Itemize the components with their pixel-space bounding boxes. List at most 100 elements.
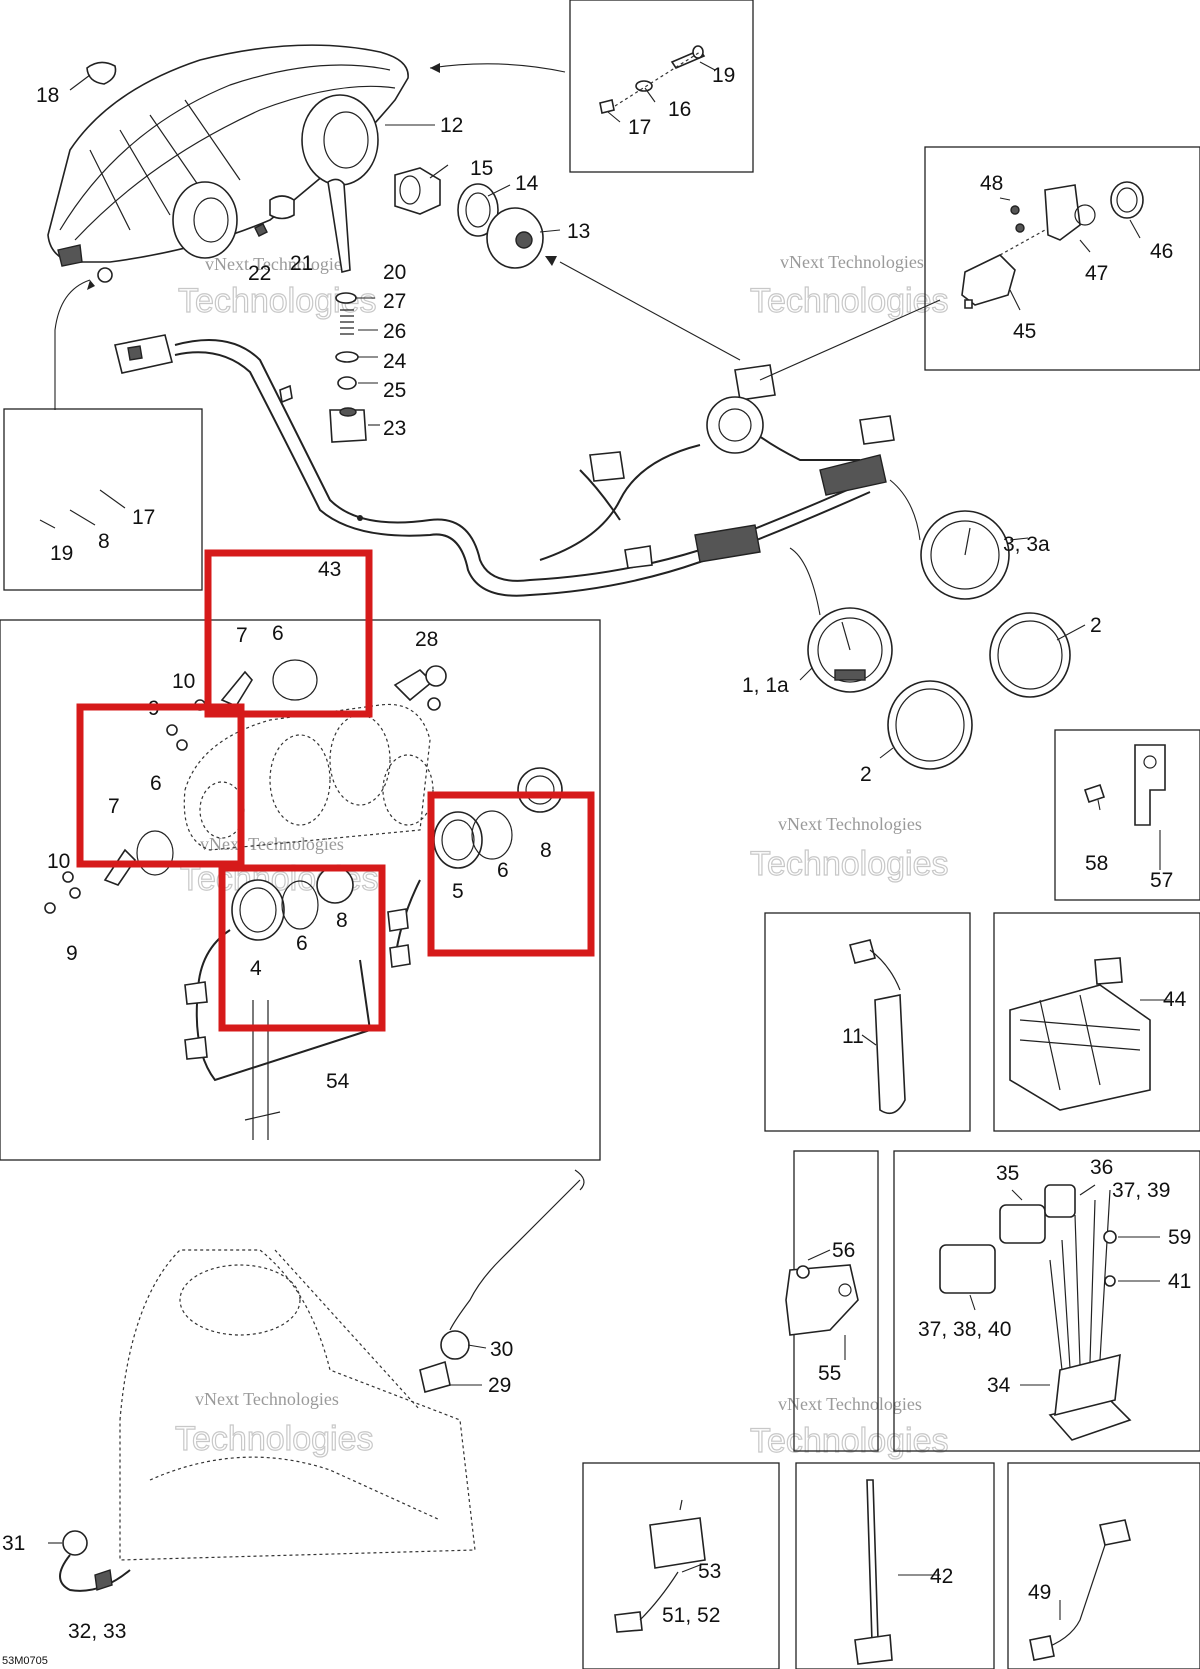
callout-label: 36 bbox=[1090, 1156, 1113, 1179]
regulator-parts bbox=[939, 1184, 1132, 1441]
callout-label: 15 bbox=[470, 157, 493, 180]
callout-label: 1, 1a bbox=[742, 674, 789, 697]
callout-label: 14 bbox=[515, 172, 539, 195]
callout-label: 34 bbox=[987, 1374, 1011, 1397]
callout-label: 42 bbox=[930, 1565, 953, 1588]
callout-label: 18 bbox=[36, 84, 59, 107]
callout-label: 9 bbox=[66, 942, 78, 965]
inset-temp-sensor-frame bbox=[1007, 1462, 1200, 1669]
callout-label: 16 bbox=[668, 98, 691, 121]
leader-lines bbox=[39, 61, 1170, 1620]
callout-label: 37, 39 bbox=[1112, 1179, 1170, 1202]
callout-label: 17 bbox=[132, 506, 155, 529]
callout-label: 32, 33 bbox=[68, 1620, 126, 1643]
instrument-panel-parts bbox=[44, 659, 563, 1140]
callout-label: 41 bbox=[1168, 1270, 1191, 1293]
clip-inset-parts bbox=[1083, 744, 1166, 826]
callout-label: 23 bbox=[383, 417, 406, 440]
callout-label: 25 bbox=[383, 379, 406, 402]
watermark-text: vNext Technologies bbox=[200, 834, 344, 854]
callout-label: 2 bbox=[860, 763, 872, 786]
callout-label: 29 bbox=[488, 1374, 511, 1397]
callout-label: 51, 52 bbox=[662, 1604, 720, 1627]
callout-label: 12 bbox=[440, 114, 463, 137]
inset-clip-frame bbox=[1054, 729, 1200, 901]
inset-fuel-sender-frame bbox=[764, 912, 971, 1132]
callout-label: 31 bbox=[2, 1532, 25, 1555]
callout-label: 8 bbox=[540, 839, 552, 862]
inset-sensor-frame bbox=[582, 1462, 780, 1669]
callout-label: 59 bbox=[1168, 1226, 1191, 1249]
callout-label: 3, 3a bbox=[1003, 533, 1050, 556]
highlight-box bbox=[76, 703, 245, 868]
inset-probe-frame bbox=[795, 1462, 995, 1669]
watermark-text: Technologies bbox=[750, 282, 948, 320]
callout-label: 10 bbox=[47, 850, 70, 873]
callout-label: 37, 38, 40 bbox=[918, 1318, 1011, 1341]
inset-regulator-frame bbox=[893, 1150, 1200, 1452]
highlight-box bbox=[218, 864, 386, 1032]
callout-label: 35 bbox=[996, 1162, 1019, 1185]
fuse-box-parts bbox=[1009, 957, 1151, 1111]
gauges-right bbox=[789, 479, 1071, 770]
callout-label: 2 bbox=[1090, 614, 1102, 637]
callout-label: 8 bbox=[336, 909, 348, 932]
callout-label: 17 bbox=[628, 116, 651, 139]
callout-label: 7 bbox=[108, 795, 120, 818]
callout-label: 45 bbox=[1013, 320, 1036, 343]
callout-label: 6 bbox=[272, 622, 284, 645]
bracket-parts bbox=[785, 1264, 859, 1336]
callout-label: 11 bbox=[842, 1025, 864, 1048]
callout-label: 49 bbox=[1028, 1581, 1051, 1604]
callout-label: 48 bbox=[980, 172, 1003, 195]
callout-label: 20 bbox=[383, 261, 406, 284]
watermark-text: vNext Technologies bbox=[780, 252, 924, 272]
callout-label: 46 bbox=[1150, 240, 1173, 263]
callout-label: 6 bbox=[150, 772, 162, 795]
highlight-box bbox=[427, 791, 595, 957]
callout-label: 6 bbox=[296, 932, 308, 955]
callout-label: 13 bbox=[567, 220, 590, 243]
callout-label: 44 bbox=[1163, 988, 1187, 1011]
wiring-harness bbox=[54, 256, 941, 597]
callout-label: 19 bbox=[50, 542, 73, 565]
watermark-text: vNext Technologies bbox=[205, 254, 349, 274]
callout-label: 55 bbox=[818, 1362, 841, 1385]
console-and-lanyard bbox=[59, 1169, 585, 1592]
watermark-text: vNext Technologies bbox=[195, 1389, 339, 1409]
callout-label: 58 bbox=[1085, 852, 1108, 875]
callout-label: 7 bbox=[236, 624, 248, 647]
callout-label: 21 bbox=[290, 252, 313, 275]
relay-inset-parts bbox=[961, 181, 1144, 309]
watermark-text: vNext Technologies bbox=[778, 1394, 922, 1414]
callout-label: 28 bbox=[415, 628, 438, 651]
inset-gauge-panel-frame bbox=[0, 619, 601, 1161]
callout-label: 8 bbox=[98, 530, 110, 553]
callout-labels: 18 12 19 16 17 15 14 13 21 2 2 20 27 26 2… bbox=[2, 64, 1191, 1643]
fuel-sender-parts bbox=[849, 939, 906, 1115]
inset-relay-frame bbox=[924, 146, 1200, 371]
callout-label: 57 bbox=[1150, 869, 1173, 892]
callout-label: 26 bbox=[383, 320, 406, 343]
watermark-text: Technologies bbox=[750, 845, 948, 883]
callout-label: 27 bbox=[383, 290, 406, 313]
inset-bolt-frame bbox=[569, 0, 754, 173]
callout-label: 5 bbox=[452, 880, 464, 903]
callout-label: 43 bbox=[318, 558, 341, 581]
callout-label: 47 bbox=[1085, 262, 1108, 285]
bolt-inset-parts bbox=[429, 45, 706, 114]
watermark-text: Technologies bbox=[175, 1420, 373, 1458]
bottom-sensor-parts bbox=[614, 1479, 1131, 1665]
callout-label: 56 bbox=[832, 1239, 855, 1262]
callout-label: 24 bbox=[383, 350, 407, 373]
callout-label: 10 bbox=[172, 670, 195, 693]
watermark-text: Technologies bbox=[750, 1422, 948, 1460]
highlight-box bbox=[204, 549, 373, 718]
callout-label: 4 bbox=[250, 957, 262, 980]
watermark-text: vNext Technologies bbox=[778, 814, 922, 834]
callout-label: 54 bbox=[326, 1070, 350, 1093]
inset-fastener-frame bbox=[3, 408, 203, 591]
diagram-code: 53M0705 bbox=[2, 1655, 48, 1667]
